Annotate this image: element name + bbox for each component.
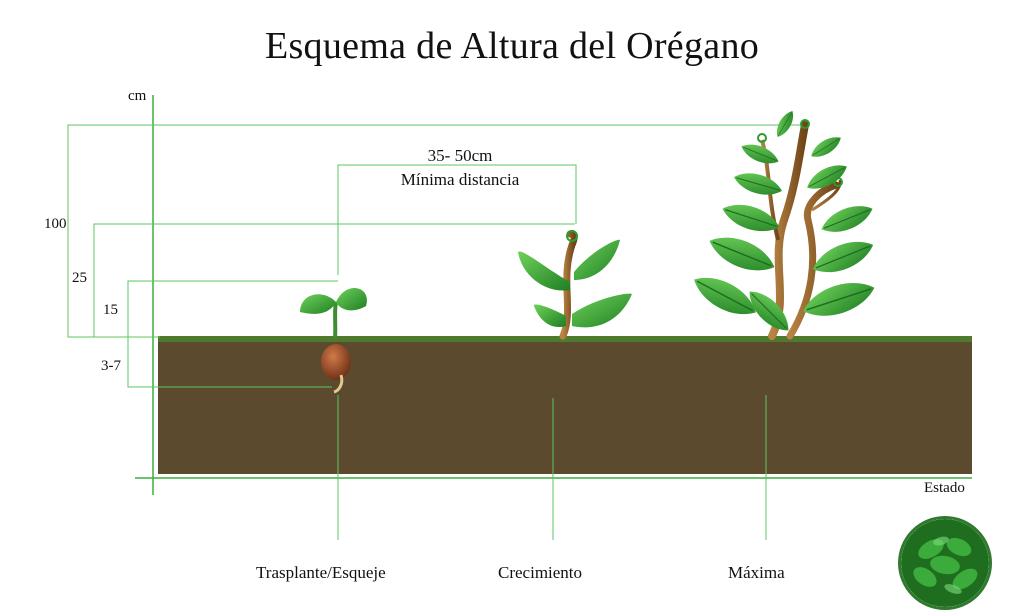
height-label-15: 15 <box>103 302 118 318</box>
distance-value: 35- 50cm <box>427 146 493 165</box>
grass-strip <box>158 336 972 342</box>
young-plant-icon <box>518 230 632 340</box>
stage-label-crecimiento: Crecimiento <box>498 563 583 582</box>
stage-guides <box>337 395 767 540</box>
stage-label-maxima: Máxima <box>728 563 785 582</box>
soil-block <box>158 336 972 474</box>
bracket-15 <box>127 280 338 388</box>
height-label-25: 25 <box>72 270 87 286</box>
bracket-100 <box>67 124 805 338</box>
seedling-icon <box>300 288 367 394</box>
height-label-100: 100 <box>44 216 67 232</box>
oregano-leaves-icon <box>898 516 992 610</box>
height-brackets <box>67 124 805 388</box>
bracket-25 <box>93 223 575 337</box>
height-label-3-7: 3-7 <box>101 358 121 374</box>
x-axis-label: Estado <box>924 480 965 496</box>
mature-plant-icon <box>687 108 880 340</box>
distance-bracket <box>337 164 577 275</box>
stage-label-trasplante: Trasplante/Esqueje <box>256 563 386 582</box>
page-title: Esquema de Altura del Orégano <box>264 25 760 67</box>
y-axis-unit: cm <box>128 88 147 104</box>
distance-caption: Mínima distancia <box>400 170 520 189</box>
